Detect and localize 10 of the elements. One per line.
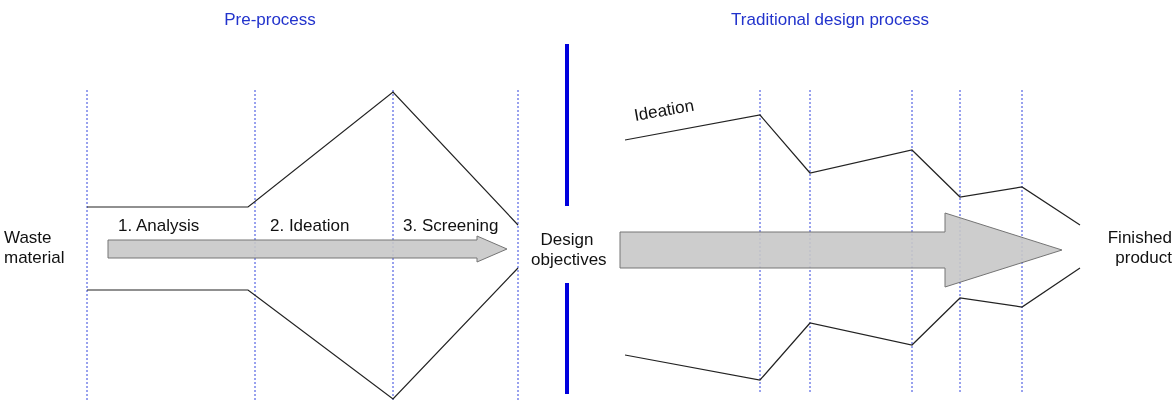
block-arrow xyxy=(619,212,1063,288)
stage-label: Ideation xyxy=(632,95,696,126)
section-heading: Traditional design process xyxy=(731,10,929,30)
node-label: Waste material xyxy=(4,228,66,268)
stage-label: 3. Screening xyxy=(403,216,499,236)
section-heading: Pre-process xyxy=(224,10,316,30)
stage-label: 1. Analysis xyxy=(118,216,200,236)
stage-label: 2. Ideation xyxy=(270,216,350,236)
block-arrow xyxy=(107,235,508,263)
node-label: Finished product xyxy=(1106,228,1172,268)
